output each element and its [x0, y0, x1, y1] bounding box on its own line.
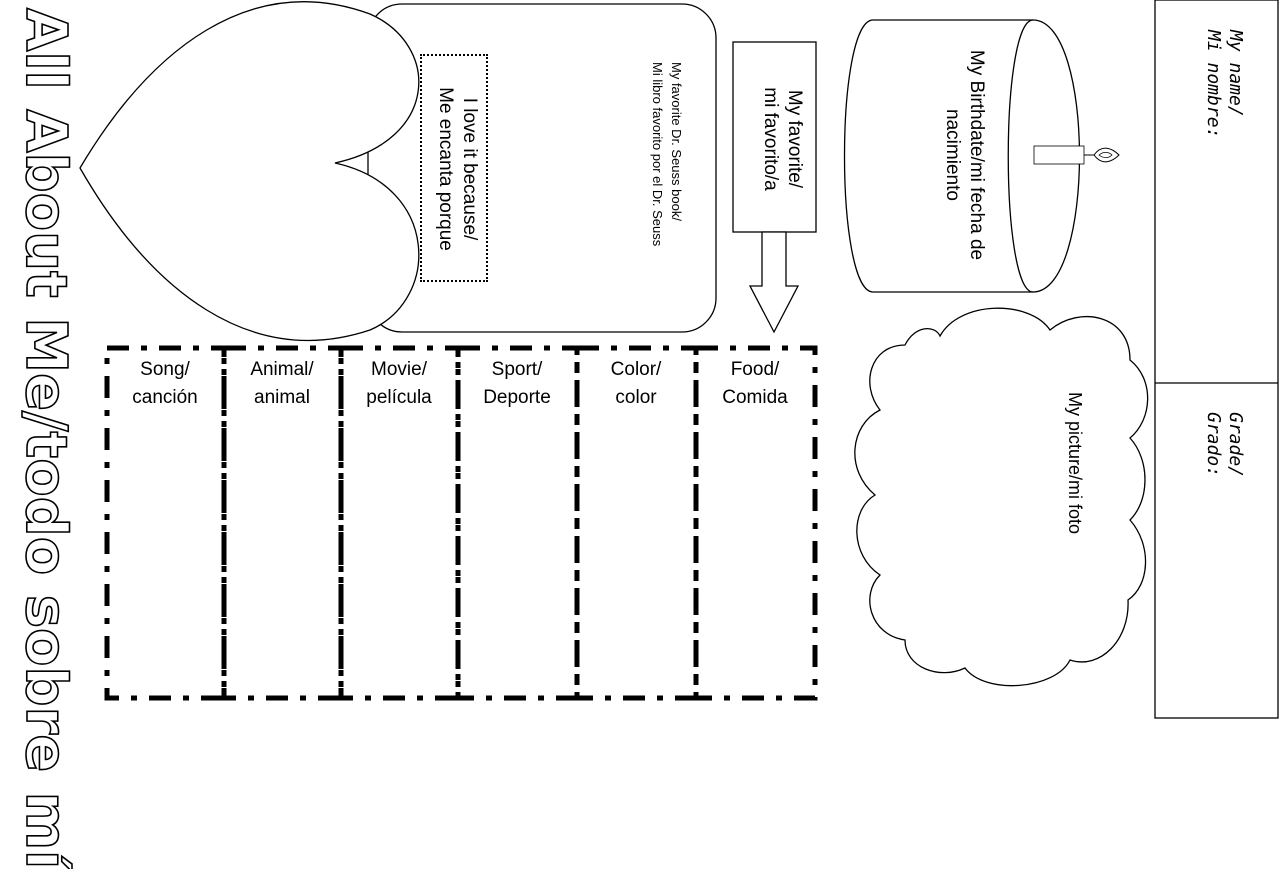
birthdate-label: My Birthdate/mi fecha de nacimiento [940, 20, 988, 290]
picture-cloud[interactable] [854, 307, 1149, 687]
movie-column[interactable] [338, 345, 461, 701]
favorite-label: My favorite/ mi favorito/a [758, 44, 806, 234]
category-label-line2: película [366, 387, 432, 408]
category-label-line1: Movie/ [371, 359, 427, 380]
category-columns [104, 345, 818, 701]
category-label-line1: Animal/ [250, 359, 314, 380]
picture-label: My picture/mi foto [1065, 392, 1085, 535]
reason-label-line2: Me encanta porque [435, 87, 456, 251]
category-label-line1: Food/ [730, 359, 780, 380]
heart-icon[interactable] [79, 1, 420, 341]
page-title: All About Me/todo sobre mí [12, 7, 79, 869]
category-label-line1: Sport/ [491, 359, 543, 380]
song-column[interactable] [104, 345, 227, 701]
reason-label: I love it because/ Me encanta porque [433, 64, 481, 274]
birthdate-label-line2: nacimiento [942, 109, 963, 201]
cake-cylinder[interactable] [843, 19, 1081, 293]
name-grade-box [1154, 0, 1279, 719]
category-label-line1: Song/ [140, 359, 190, 380]
category-label-movie: Movie/ película [341, 356, 457, 412]
book-label-line2: Mi libro favorito por el Dr. Seuss [650, 62, 665, 247]
down-arrow-icon [748, 231, 800, 334]
category-label-line2: Deporte [483, 387, 551, 408]
category-label-line2: Comida [722, 387, 788, 408]
reason-label-line1: I love it because/ [459, 97, 480, 241]
category-label-sport: Sport/ Deporte [459, 356, 575, 412]
favorite-label-line2: mi favorito/a [760, 87, 781, 191]
book-label-line1: My favorite Dr. Seuss book/ [669, 62, 684, 221]
book-label: My favorite Dr. Seuss book/ Mi libro fav… [648, 62, 686, 302]
name-label-line1: My name/ [1225, 30, 1246, 117]
grade-label-line1: Grade/ [1225, 412, 1246, 478]
name-label-line2: Mi nombre: [1203, 30, 1224, 139]
cake-cylinder-rim [1007, 19, 1034, 293]
favorite-box[interactable] [732, 41, 817, 233]
category-label-line2: canción [132, 387, 198, 408]
grade-label-line2: Grado: [1203, 412, 1224, 478]
category-label-animal: Animal/ animal [224, 356, 340, 412]
category-label-song: Song/ canción [107, 356, 223, 412]
category-label-line2: animal [254, 387, 310, 408]
category-label-line1: Color/ [610, 359, 662, 380]
favorite-label-line1: My favorite/ [784, 89, 805, 189]
worksheet-shapes [79, 0, 1279, 719]
birthdate-label-line1: My Birthdate/mi fecha de [966, 49, 987, 261]
reason-box[interactable] [420, 54, 488, 282]
category-label-color: Color/ color [578, 356, 694, 412]
category-label-line2: color [615, 387, 657, 408]
food-column[interactable] [693, 345, 818, 701]
name-label: My name/ Mi nombre: [1202, 30, 1246, 230]
category-label-food: Food/ Comida [697, 356, 813, 412]
book-box[interactable] [367, 3, 717, 333]
candle-icon [1033, 145, 1120, 165]
animal-column[interactable] [221, 345, 344, 701]
grade-label: Grade/ Grado: [1202, 412, 1246, 612]
